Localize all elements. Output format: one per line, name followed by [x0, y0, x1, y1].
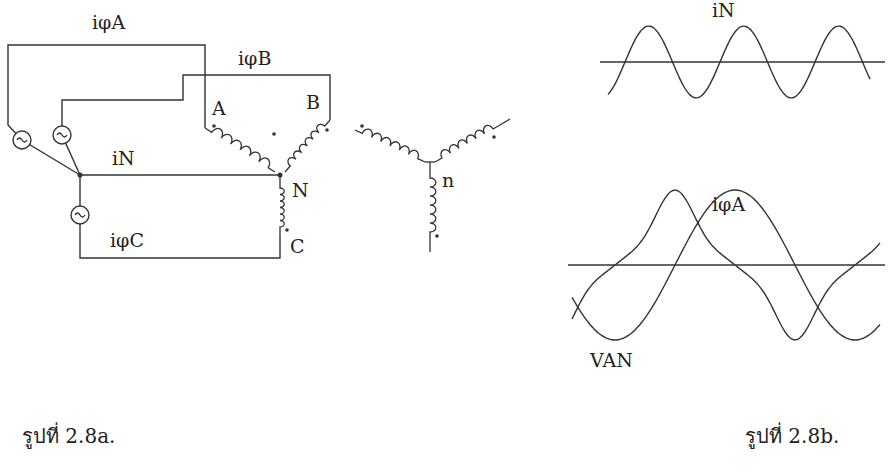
- figure-caption: รูปที่ 2.8a.: [22, 425, 115, 448]
- current-label: iN: [112, 148, 135, 170]
- polarity-dot: [325, 128, 329, 132]
- waveform-label: iφA: [712, 194, 745, 216]
- voltage-source: [71, 206, 89, 224]
- winding-coil: [205, 128, 275, 172]
- junction-dot: [78, 173, 83, 178]
- axis-line: [600, 61, 885, 62]
- polarity-dot: [272, 132, 276, 136]
- terminal-label: A: [212, 98, 226, 120]
- source-symbol: [57, 133, 67, 137]
- terminal-label: B: [306, 92, 320, 114]
- junction-dot: [278, 173, 283, 178]
- polarity-dot: [492, 135, 496, 139]
- current-label: iφB: [238, 48, 271, 70]
- phase-b-wire: [62, 75, 330, 175]
- polarity-dot: [360, 124, 364, 128]
- lead-wire: [500, 119, 510, 125]
- winding-coil: [430, 170, 436, 240]
- terminal-label: N: [292, 180, 309, 202]
- winding-coil: [280, 180, 284, 235]
- phase-a-wire: [8, 45, 205, 175]
- lead-wire: [429, 162, 430, 170]
- neutral-current-wave: [608, 26, 870, 98]
- voltage-wave: [572, 190, 880, 340]
- polarity-dot: [212, 124, 216, 128]
- neutral-wire: [80, 174, 280, 175]
- polarity-dot: [435, 234, 439, 238]
- phase-c-wire: [80, 175, 280, 258]
- current-label: iφA: [92, 12, 125, 34]
- terminal-label: n: [442, 170, 454, 192]
- source-symbol: [17, 138, 27, 142]
- winding-coil: [435, 125, 500, 162]
- waveform-label: VAN: [590, 350, 633, 372]
- magnetizing-current-wave: [572, 190, 880, 340]
- winding-coil: [285, 120, 330, 172]
- figure-caption: รูปที่ 2.8b.: [745, 425, 839, 448]
- current-label: iφC: [110, 230, 144, 252]
- polarity-dot: [285, 228, 289, 232]
- terminal-label: C: [290, 236, 305, 258]
- waveform-label: iN: [712, 0, 735, 22]
- voltage-source: [13, 131, 31, 149]
- voltage-source: [53, 126, 71, 144]
- lead-wire: [429, 240, 430, 252]
- winding-coil: [355, 129, 425, 162]
- source-symbol: [75, 213, 85, 217]
